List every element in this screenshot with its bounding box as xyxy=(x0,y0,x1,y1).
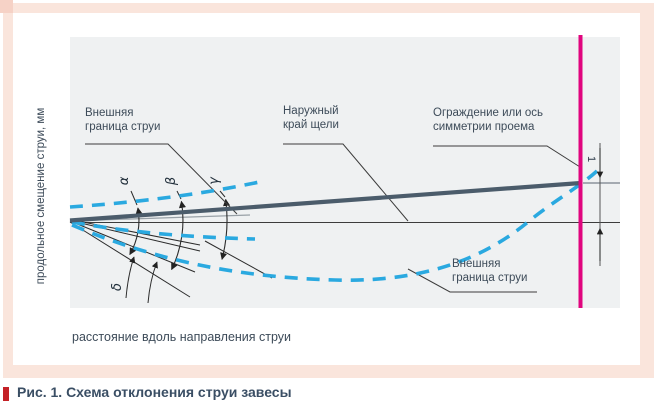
dimension-label: 1 xyxy=(585,155,597,163)
figure-caption: Рис. 1. Схема отклонения струи завесы xyxy=(17,384,292,400)
frame-corner-accent xyxy=(0,0,13,13)
callout-enclosure-axis: Ограждение или ось симметрии проема xyxy=(433,107,543,134)
angle-label-delta: δ xyxy=(110,283,125,291)
callout-text: Ограждение или ось xyxy=(433,107,543,119)
callout-text: край щели xyxy=(283,118,339,131)
callout-text: Наружный xyxy=(283,105,339,117)
callout-text: граница струи xyxy=(85,120,161,133)
callout-text: симметрии проема xyxy=(433,120,535,133)
callout-outer-boundary-top: Внешняя граница струи xyxy=(85,107,160,134)
callout-text: Внешняя xyxy=(452,258,501,270)
x-axis-label: расстояние вдоль направления струи xyxy=(72,330,292,344)
y-axis-label: продольное смещение струи, мм xyxy=(35,107,47,285)
angle-label-gamma: γ xyxy=(207,177,222,185)
callout-text: Внешняя xyxy=(85,107,134,119)
angle-label-beta: β xyxy=(164,176,179,186)
caption-bullet xyxy=(3,387,9,401)
angle-label-alpha: α xyxy=(117,176,132,186)
callout-outer-boundary-bottom: Внешняя граница струи xyxy=(452,258,527,285)
plot-area xyxy=(70,37,620,308)
callout-slot-outer-edge: Наружный край щели xyxy=(283,105,339,132)
callout-text: граница струи xyxy=(452,271,528,284)
